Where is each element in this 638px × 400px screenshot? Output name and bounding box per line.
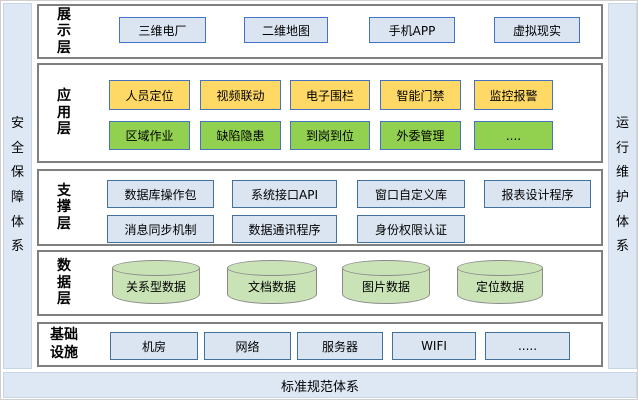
support-layer: 支撑层 数据库操作包 系统接口API 窗口自定义库 报表设计程序 消息同步机制 … [37,169,603,246]
application-node: 视频联动 [200,80,281,110]
right-bar-label: 运行维护体系 [615,115,629,255]
infrastructure-layer-label: 基础设施 [50,327,78,361]
application-node: .... [474,121,553,150]
application-node: 缺陷隐患 [200,121,281,150]
display-node: 二维地图 [244,17,328,43]
application-layer-label: 应用层 [57,88,71,138]
right-bar-operation-maintenance: 运行维护体系 [608,3,637,369]
data-layer: 数据层 关系型数据 文档数据 图片数据 定位数据 [37,250,603,316]
display-node: 手机APP [369,17,455,43]
cylinder-top [457,260,543,276]
infrastructure-layer: 基础设施 机房 网络 服务器 WIFI ..... [37,322,603,367]
left-bar-security-system: 安全保障体系 [3,3,32,369]
display-node: 三维电厂 [119,17,206,43]
cylinder-top [227,260,317,276]
display-node: 虚拟现实 [494,17,580,43]
cylinder-label: 关系型数据 [125,280,186,294]
infrastructure-node: 网络 [204,332,291,360]
support-node: 数据通讯程序 [232,215,337,243]
cylinder-label: 图片数据 [361,280,410,294]
display-layer: 展示层 三维电厂 二维地图 手机APP 虚拟现实 [37,4,603,59]
application-node: 智能门禁 [380,80,461,110]
support-node: 消息同步机制 [107,215,214,243]
display-layer-label: 展示层 [57,6,71,56]
support-node: 报表设计程序 [484,180,591,208]
infrastructure-node: WIFI [392,332,476,360]
application-node: 监控报警 [474,80,553,110]
support-node: 窗口自定义库 [357,180,465,208]
support-layer-label: 支撑层 [57,182,71,232]
application-node: 人员定位 [109,80,190,110]
cylinder-label: 定位数据 [475,280,524,294]
left-bar-label: 安全保障体系 [10,115,24,255]
application-node: 外委管理 [380,121,461,150]
data-layer-label: 数据层 [57,258,71,308]
support-node: 身份权限认证 [357,215,465,243]
data-cylinder: 关系型数据 [112,260,200,304]
support-node: 系统接口API [232,180,337,208]
infrastructure-node: 服务器 [297,332,383,360]
bottom-bar-standards: 标准规范体系 [3,372,637,398]
application-node: 到岗到位 [290,121,370,150]
cylinder-label: 文档数据 [247,280,296,294]
application-layer: 应用层 人员定位 视频联动 电子围栏 智能门禁 监控报警 区域作业 缺陷隐患 到… [37,63,603,163]
infrastructure-node: 机房 [110,332,198,360]
data-cylinder: 定位数据 [457,260,543,304]
application-node: 区域作业 [109,121,190,150]
application-node: 电子围栏 [290,80,370,110]
infrastructure-node: ..... [485,332,570,360]
bottom-bar-label: 标准规范体系 [280,379,359,395]
data-cylinder: 文档数据 [227,260,317,304]
data-cylinder: 图片数据 [342,260,430,304]
cylinder-top [112,260,200,276]
cylinder-top [342,260,430,276]
support-node: 数据库操作包 [107,180,214,208]
